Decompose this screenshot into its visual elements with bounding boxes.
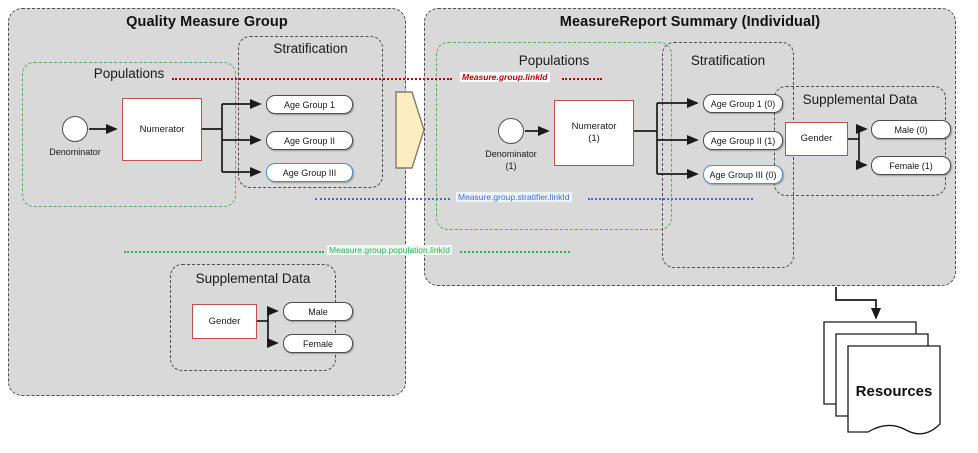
left-stratification-title: Stratification — [273, 41, 348, 56]
right-strat-item-1: Age Group 1 (0) — [703, 94, 783, 113]
right-numerator-node: Numerator (1) — [554, 100, 634, 166]
right-denominator-count: (1) — [505, 160, 517, 171]
left-supplemental-title: Supplemental Data — [195, 271, 311, 286]
left-supplemental-item-1-label: Male — [308, 306, 328, 317]
resources-label: Resources — [855, 383, 933, 400]
right-denominator-node — [498, 118, 524, 144]
link-line-group-right — [562, 78, 602, 80]
left-strat-item-1: Age Group 1 — [266, 95, 353, 114]
left-denominator-node — [62, 116, 88, 142]
right-supplemental-source-node: Gender — [785, 122, 848, 156]
right-supplemental-title: Supplemental Data — [802, 92, 918, 107]
link-line-stratifier-right — [588, 198, 753, 200]
link-line-stratifier-left — [315, 198, 450, 200]
link-line-population-left — [124, 251, 324, 253]
right-strat-item-1-label: Age Group 1 (0) — [710, 98, 776, 109]
left-strat-item-3-label: Age Group III — [282, 167, 337, 178]
right-supplemental-item-2: Female (1) — [871, 156, 951, 175]
right-supplemental-source-label: Gender — [800, 133, 833, 145]
right-populations-group — [436, 42, 672, 230]
left-numerator-label: Numerator — [139, 123, 185, 135]
left-strat-item-3: Age Group III — [266, 163, 353, 182]
right-numerator-label: Numerator — [571, 121, 617, 133]
link-label-population: Measure.group.population.linkId — [327, 245, 452, 256]
left-strat-item-2: Age Group II — [266, 131, 353, 150]
right-populations-title: Populations — [518, 53, 590, 68]
right-supplemental-item-2-label: Female (1) — [889, 160, 933, 171]
left-numerator-node: Numerator — [122, 98, 202, 161]
quality-measure-group-title: Quality Measure Group — [126, 14, 288, 30]
right-supplemental-item-1: Male (0) — [871, 120, 951, 139]
left-strat-item-1-label: Age Group 1 — [283, 99, 336, 110]
link-label-stratifier: Measure.group.stratifier.linkId — [456, 192, 572, 203]
right-stratification-title: Stratification — [690, 53, 766, 68]
left-stratification-group — [238, 36, 383, 188]
link-label-group: Measure.group.linkId — [460, 72, 550, 83]
right-strat-item-3: Age Group III (0) — [703, 165, 783, 184]
measurereport-summary-title: MeasureReport Summary (Individual) — [559, 14, 821, 30]
left-strat-item-2-label: Age Group II — [283, 135, 336, 146]
left-supplemental-item-2-label: Female — [302, 338, 333, 349]
left-populations-group — [22, 62, 236, 207]
right-strat-item-2: Age Group II (1) — [703, 131, 783, 150]
left-supplemental-source-label: Gender — [208, 315, 241, 327]
right-numerator-count: (1) — [588, 133, 600, 144]
left-denominator-label: Denominator — [49, 147, 101, 157]
right-denominator-text: Denominator — [485, 149, 537, 159]
link-line-group-left — [172, 78, 452, 80]
right-strat-item-2-label: Age Group II (1) — [710, 135, 776, 146]
measurereport-summary-panel — [424, 8, 956, 286]
left-supplemental-item-2: Female — [283, 334, 353, 353]
link-line-population-right — [460, 251, 570, 253]
left-supplemental-source-node: Gender — [192, 304, 257, 339]
left-supplemental-item-1: Male — [283, 302, 353, 321]
right-strat-item-3-label: Age Group III (0) — [709, 169, 777, 180]
flow-chevron-icon — [395, 91, 425, 169]
left-populations-title: Populations — [93, 66, 165, 81]
right-supplemental-item-1-label: Male (0) — [894, 124, 928, 135]
resource-doc-mid — [835, 333, 929, 420]
right-denominator-label: Denominator (1) — [481, 149, 541, 172]
